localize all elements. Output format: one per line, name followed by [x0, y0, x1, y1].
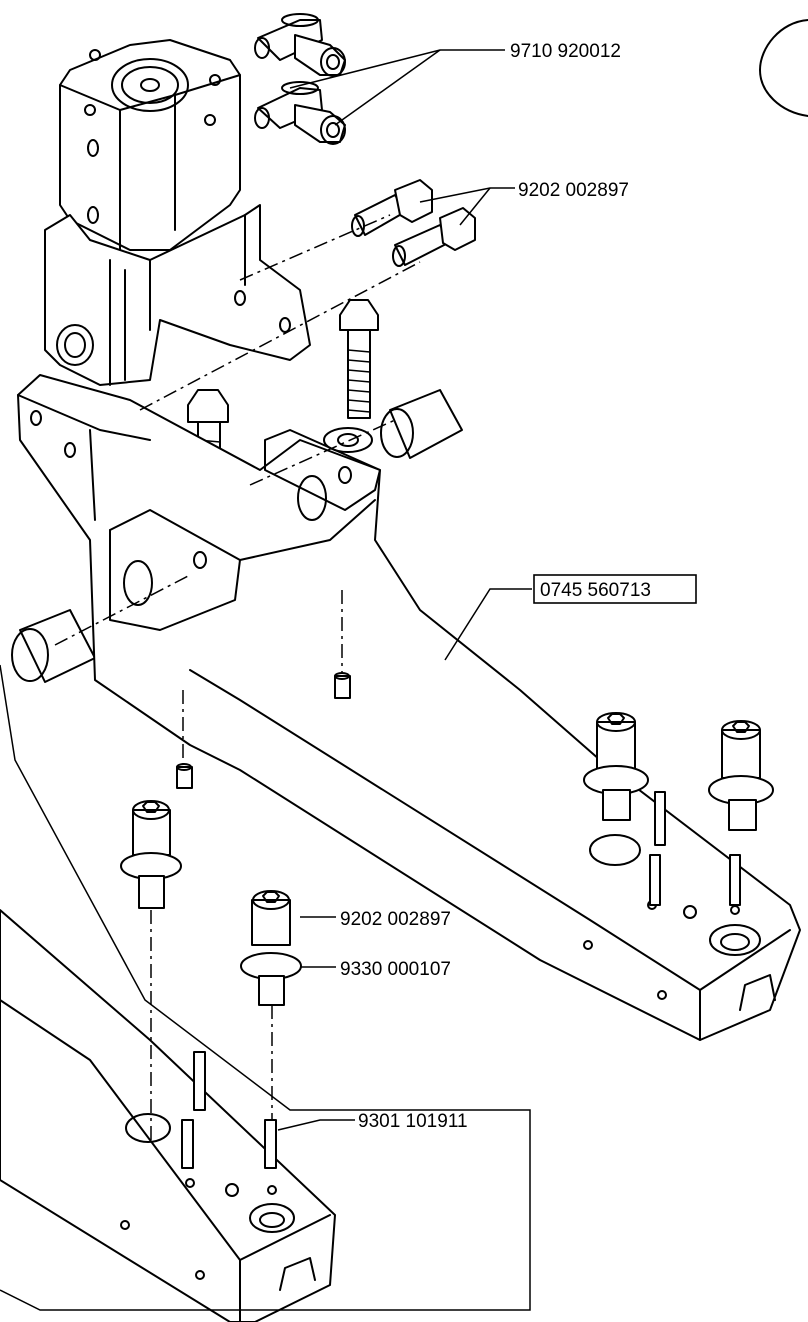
dowel-pin-lower-2 [181, 1119, 194, 1169]
leader-lines [0, 49, 532, 1311]
dowel-pin-bracket-3 [729, 854, 741, 906]
dowel-pin-bracket-2 [649, 854, 661, 906]
pneumatic-cylinder [59, 39, 241, 251]
label-bracket: 0745 560713 [540, 580, 651, 601]
set-screw-center [334, 672, 351, 699]
center-lines [54, 214, 421, 1145]
hex-bolt-right [339, 299, 379, 419]
label-dowel-pin: 9301 101911 [358, 1111, 468, 1132]
set-screw-left [176, 763, 193, 789]
bushing-right [380, 389, 463, 459]
label-bracket-box [533, 574, 697, 604]
lower-bracket [0, 909, 336, 1322]
bushing-left [11, 609, 96, 683]
air-fitting-lower [254, 81, 346, 145]
view-marker-circle [759, 19, 808, 117]
socket-screw-lower-2 [240, 890, 302, 1006]
socket-screw-lower-1 [120, 800, 182, 909]
washer-right-inner [337, 433, 359, 447]
label-lower-screw: 9202 002897 [340, 909, 451, 930]
cap-screw-upper [351, 179, 433, 237]
main-bracket [17, 374, 801, 1041]
dowel-pin-lower-3 [264, 1119, 277, 1169]
label-washer: 9330 000107 [340, 959, 451, 980]
cap-screw-lower [392, 207, 476, 267]
socket-screw-bracket-2 [708, 720, 774, 831]
label-fitting: 9710 920012 [510, 41, 621, 62]
label-cylinder-screws: 9202 002897 [518, 180, 629, 201]
air-fitting-upper [254, 13, 346, 77]
dowel-pin-bracket-1 [654, 791, 666, 846]
socket-screw-bracket-1 [583, 712, 649, 821]
cylinder-mount-bracket [44, 204, 311, 386]
dowel-pin-lower-1 [193, 1051, 206, 1111]
